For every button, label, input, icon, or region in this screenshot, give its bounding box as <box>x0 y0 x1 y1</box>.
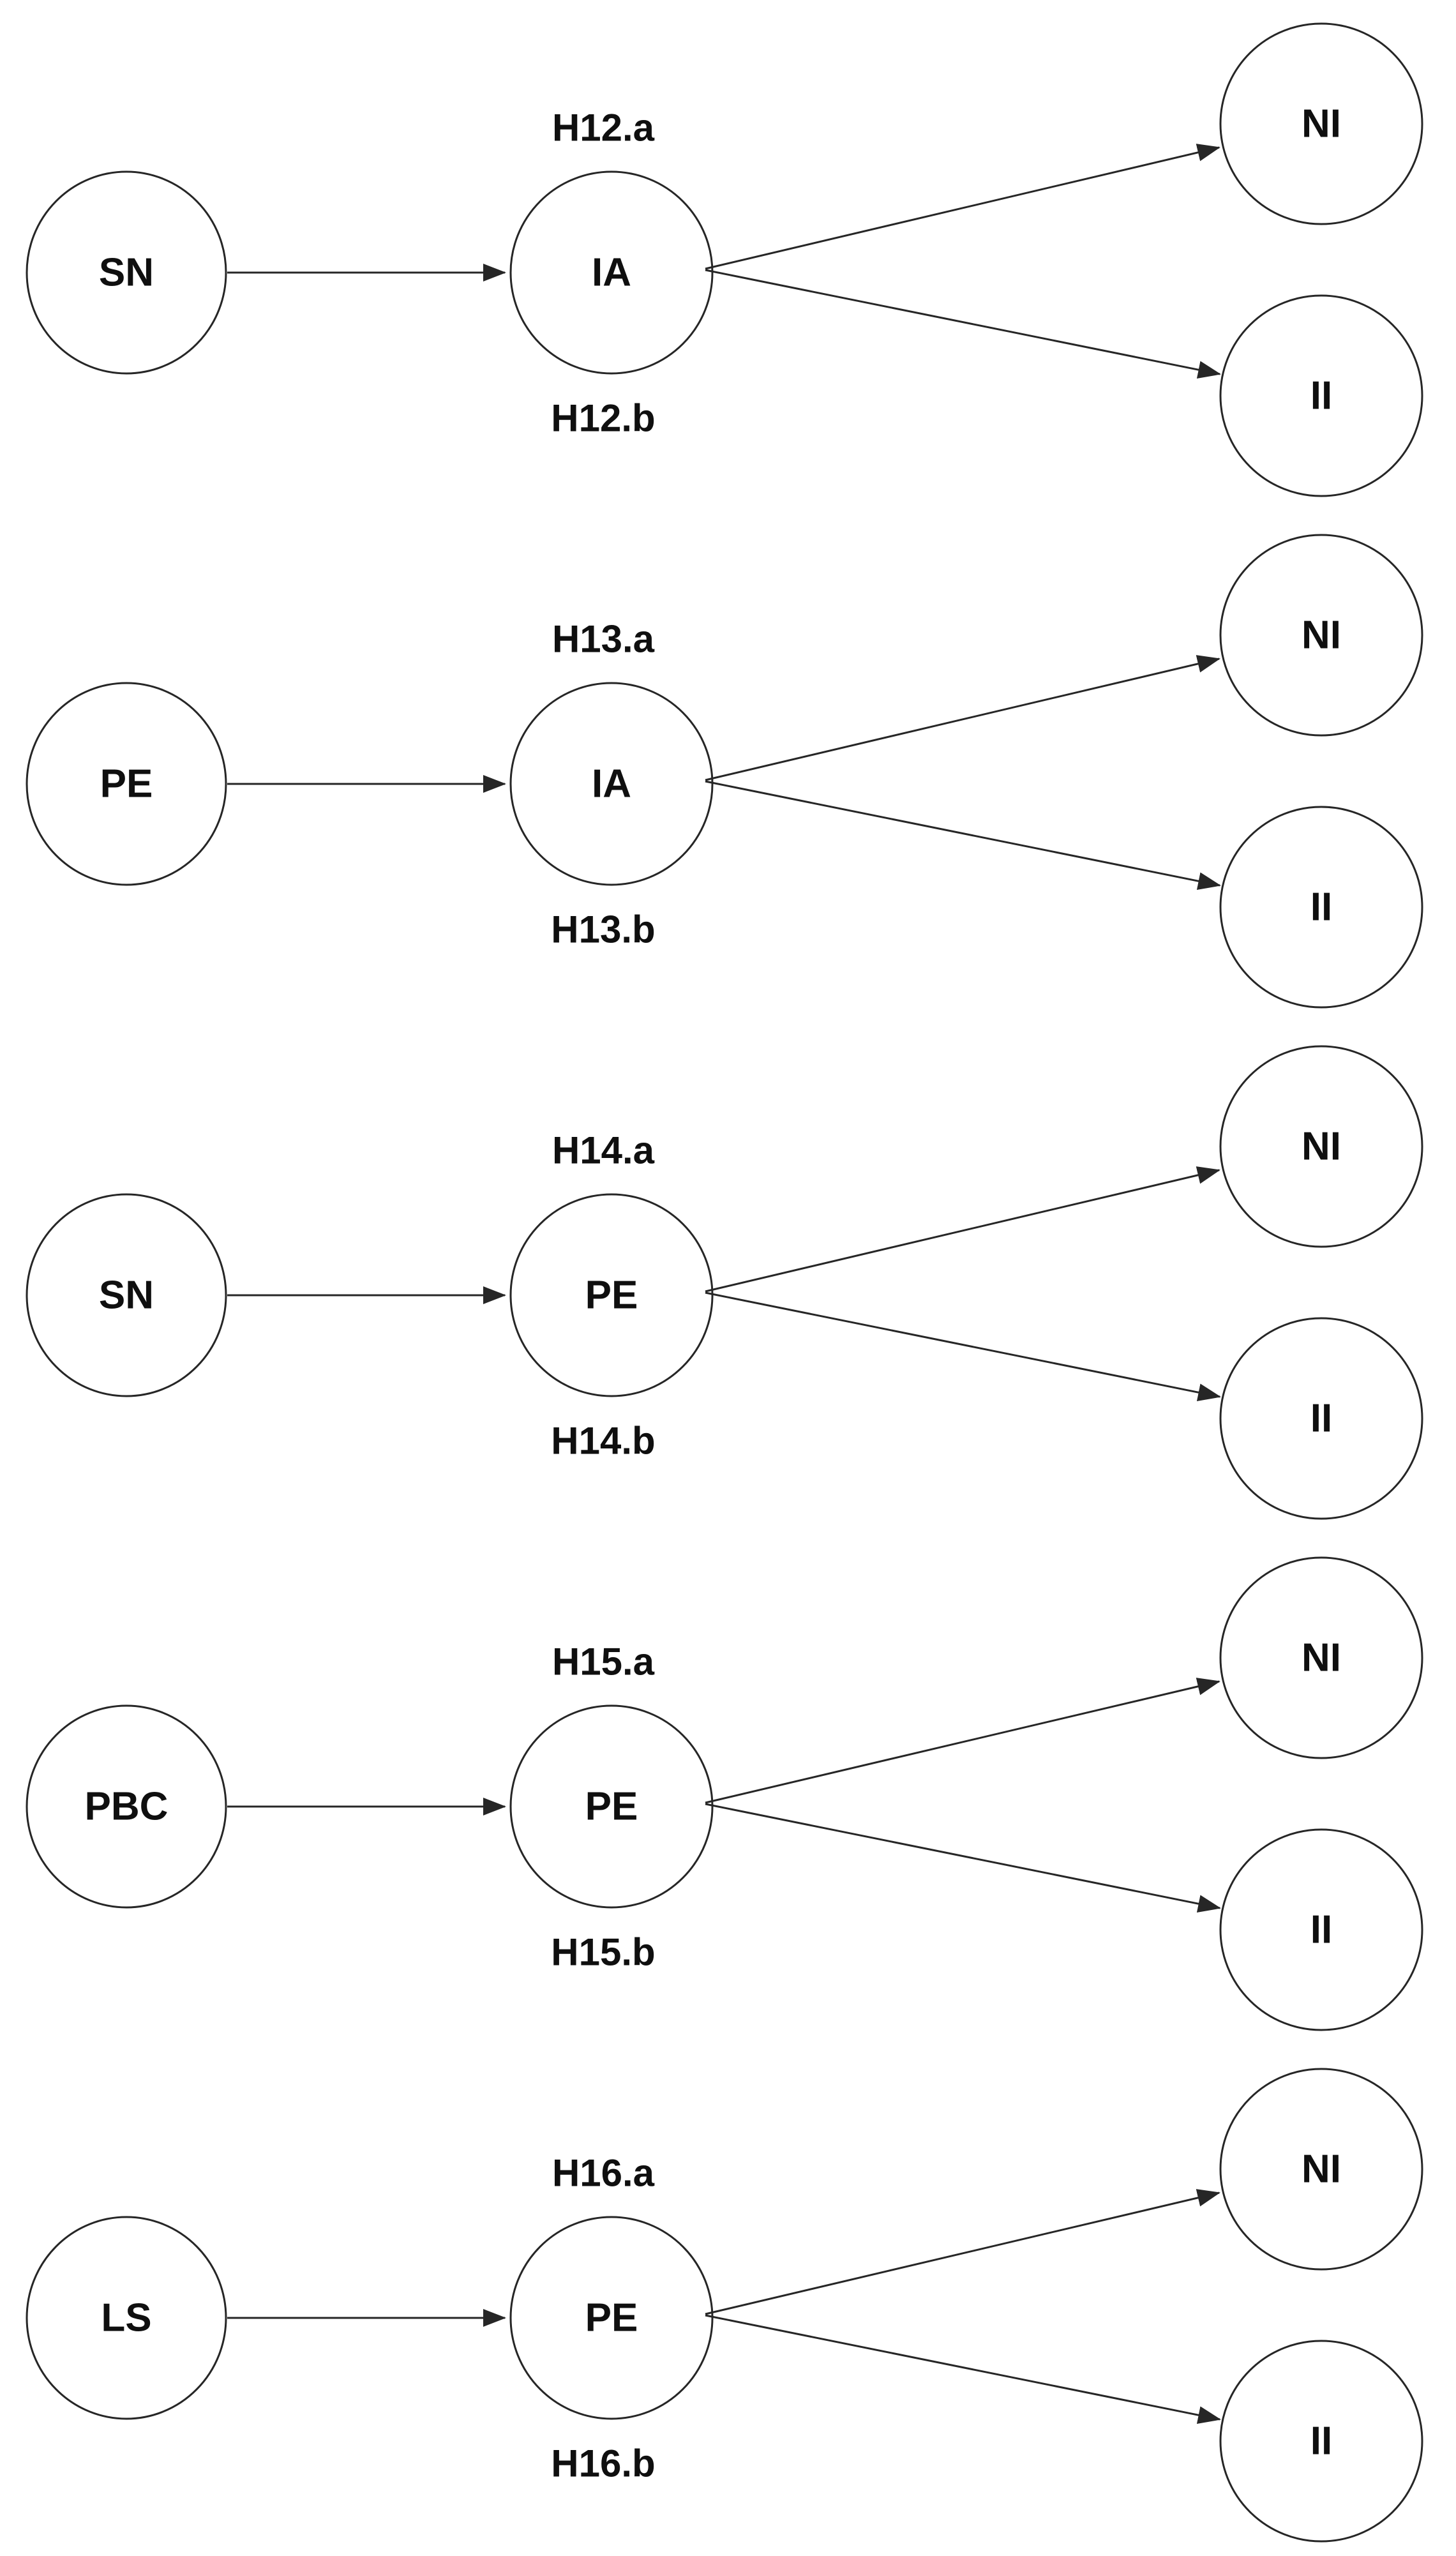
outcome-top-node-label: NI <box>1302 1125 1341 1169</box>
mediator-to-outcome-top-arrow <box>705 1166 1220 1293</box>
hypothesis-a-label: H15.a <box>552 1641 655 1683</box>
outcome-bottom-node <box>1219 806 1423 1009</box>
hypothesis-a-label: H16.a <box>552 2152 655 2195</box>
mediator-to-outcome-top-arrow <box>705 655 1220 781</box>
mediator-node <box>509 682 714 886</box>
outcome-bottom-node-label: II <box>1310 885 1332 929</box>
hypothesis-b-label: H14.b <box>551 1420 655 1462</box>
mediator-node <box>509 2216 714 2420</box>
mediator-node <box>509 1193 714 1397</box>
outcome-bottom-node-label: II <box>1310 1908 1332 1952</box>
outcome-bottom-node <box>1219 1317 1423 1520</box>
outcome-top-node <box>1219 1556 1423 1759</box>
hypothesis-row: SN IA H12.a H12.b NI II <box>26 22 1423 497</box>
outcome-bottom-node-label: II <box>1310 2419 1332 2463</box>
source-node-label: PBC <box>85 1785 169 1829</box>
mediator-node-label: IA <box>592 251 631 295</box>
hypothesis-row: LS PE H16.a H16.b NI II <box>26 2068 1423 2543</box>
source-node <box>26 1704 227 1909</box>
mediator-node-label: IA <box>592 762 631 806</box>
mediator-to-outcome-bottom-arrow <box>705 1291 1221 1401</box>
mediator-to-outcome-top-arrow <box>705 1678 1220 1804</box>
outcome-top-node-label: NI <box>1302 1636 1341 1680</box>
outcome-bottom-node <box>1219 2340 1423 2543</box>
outcome-top-node-label: NI <box>1302 2147 1341 2191</box>
hypothesis-b-label: H12.b <box>551 397 655 440</box>
hypothesis-b-label: H16.b <box>551 2442 655 2485</box>
source-node-label: SN <box>99 251 154 295</box>
hypothesis-row: PBC PE H15.a H15.b NI II <box>26 1556 1423 2031</box>
source-node-label: PE <box>100 762 153 806</box>
hypothesis-b-label: H15.b <box>551 1931 655 1974</box>
hypothesis-b-label: H13.b <box>551 908 655 951</box>
mediator-to-outcome-bottom-arrow <box>705 1803 1221 1913</box>
outcome-top-node <box>1219 534 1423 737</box>
hypothesis-a-label: H12.a <box>552 107 655 149</box>
hypothesis-row: SN PE H14.a H14.b NI II <box>26 1045 1423 1520</box>
outcome-top-node <box>1219 1045 1423 1248</box>
mediator-to-outcome-top-arrow <box>705 2189 1220 2315</box>
outcome-bottom-node <box>1219 294 1423 497</box>
hypothesis-a-label: H14.a <box>552 1129 655 1172</box>
mediator-node-label: PE <box>585 1274 638 1318</box>
hypothesis-row: PE IA H13.a H13.b NI II <box>26 534 1423 1009</box>
outcome-bottom-node <box>1219 1828 1423 2031</box>
source-node <box>26 2216 227 2420</box>
mediator-node <box>509 170 714 375</box>
source-node-label: LS <box>101 2296 151 2340</box>
source-node <box>26 1193 227 1397</box>
mediator-to-outcome-bottom-arrow <box>705 780 1221 890</box>
hypothesis-a-label: H13.a <box>552 618 655 661</box>
outcome-top-node <box>1219 22 1423 225</box>
outcome-bottom-node-label: II <box>1310 374 1332 418</box>
outcome-top-node-label: NI <box>1302 613 1341 658</box>
mediator-to-outcome-bottom-arrow <box>705 2314 1221 2424</box>
source-node-label: SN <box>99 1274 154 1318</box>
mediator-node-label: PE <box>585 2296 638 2340</box>
outcome-top-node <box>1219 2068 1423 2271</box>
mediator-to-outcome-top-arrow <box>705 144 1220 270</box>
mediator-to-outcome-bottom-arrow <box>705 269 1221 379</box>
source-node <box>26 682 227 886</box>
outcome-bottom-node-label: II <box>1310 1397 1332 1441</box>
mediator-node-label: PE <box>585 1785 638 1829</box>
source-node <box>26 170 227 375</box>
outcome-top-node-label: NI <box>1302 102 1341 146</box>
mediator-node <box>509 1704 714 1909</box>
